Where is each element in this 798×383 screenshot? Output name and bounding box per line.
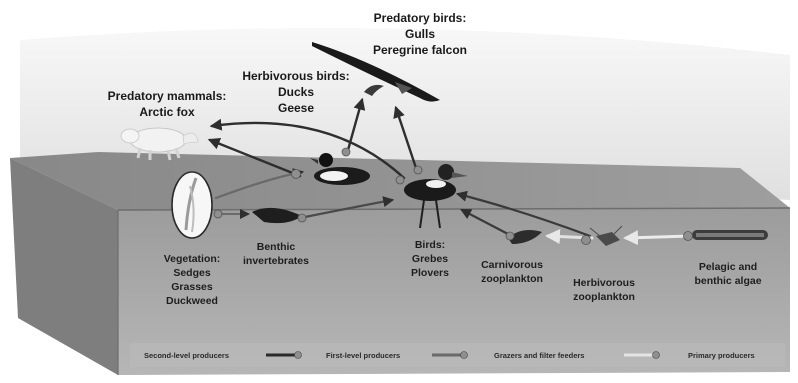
- svg-text:Primary producers: Primary producers: [688, 351, 755, 360]
- svg-text:zooplankton: zooplankton: [481, 273, 543, 285]
- svg-text:Sedges: Sedges: [173, 267, 211, 279]
- svg-text:Predatory birds:: Predatory birds:: [374, 11, 467, 25]
- svg-text:Herbivorous: Herbivorous: [573, 277, 635, 289]
- svg-text:Second-level producers: Second-level producers: [144, 351, 229, 360]
- svg-text:Ducks: Ducks: [278, 85, 314, 99]
- svg-text:Arctic fox: Arctic fox: [139, 105, 195, 119]
- svg-text:First-level producers: First-level producers: [326, 351, 400, 360]
- svg-text:invertebrates: invertebrates: [243, 255, 309, 267]
- svg-text:Duckweed: Duckweed: [166, 295, 218, 307]
- label-birds: Birds: Grebes Plovers: [411, 239, 449, 279]
- svg-text:Vegetation:: Vegetation:: [164, 253, 221, 265]
- svg-text:Plovers: Plovers: [411, 267, 449, 279]
- svg-text:Grasses: Grasses: [171, 281, 213, 293]
- svg-text:Peregrine falcon: Peregrine falcon: [373, 43, 467, 57]
- svg-text:Predatory mammals:: Predatory mammals:: [108, 89, 227, 103]
- algae-icon: [692, 230, 768, 240]
- svg-text:Geese: Geese: [278, 101, 314, 115]
- svg-text:Grazers and filter feeders: Grazers and filter feeders: [494, 351, 584, 360]
- svg-text:benthic algae: benthic algae: [694, 275, 761, 287]
- svg-text:Gulls: Gulls: [405, 27, 435, 41]
- svg-text:Grebes: Grebes: [412, 253, 448, 265]
- svg-text:Birds:: Birds:: [415, 239, 445, 251]
- svg-text:Carnivorous: Carnivorous: [481, 259, 543, 271]
- svg-text:Herbivorous birds:: Herbivorous birds:: [242, 69, 349, 83]
- svg-text:Benthic: Benthic: [257, 241, 296, 253]
- arrow-algae-to-herbivorous-zooplankton: [626, 236, 690, 238]
- svg-text:zooplankton: zooplankton: [573, 291, 635, 303]
- reed-icon: [172, 172, 212, 238]
- legend-item-primary: Primary producers: [688, 351, 755, 360]
- svg-text:Pelagic and: Pelagic and: [699, 261, 757, 273]
